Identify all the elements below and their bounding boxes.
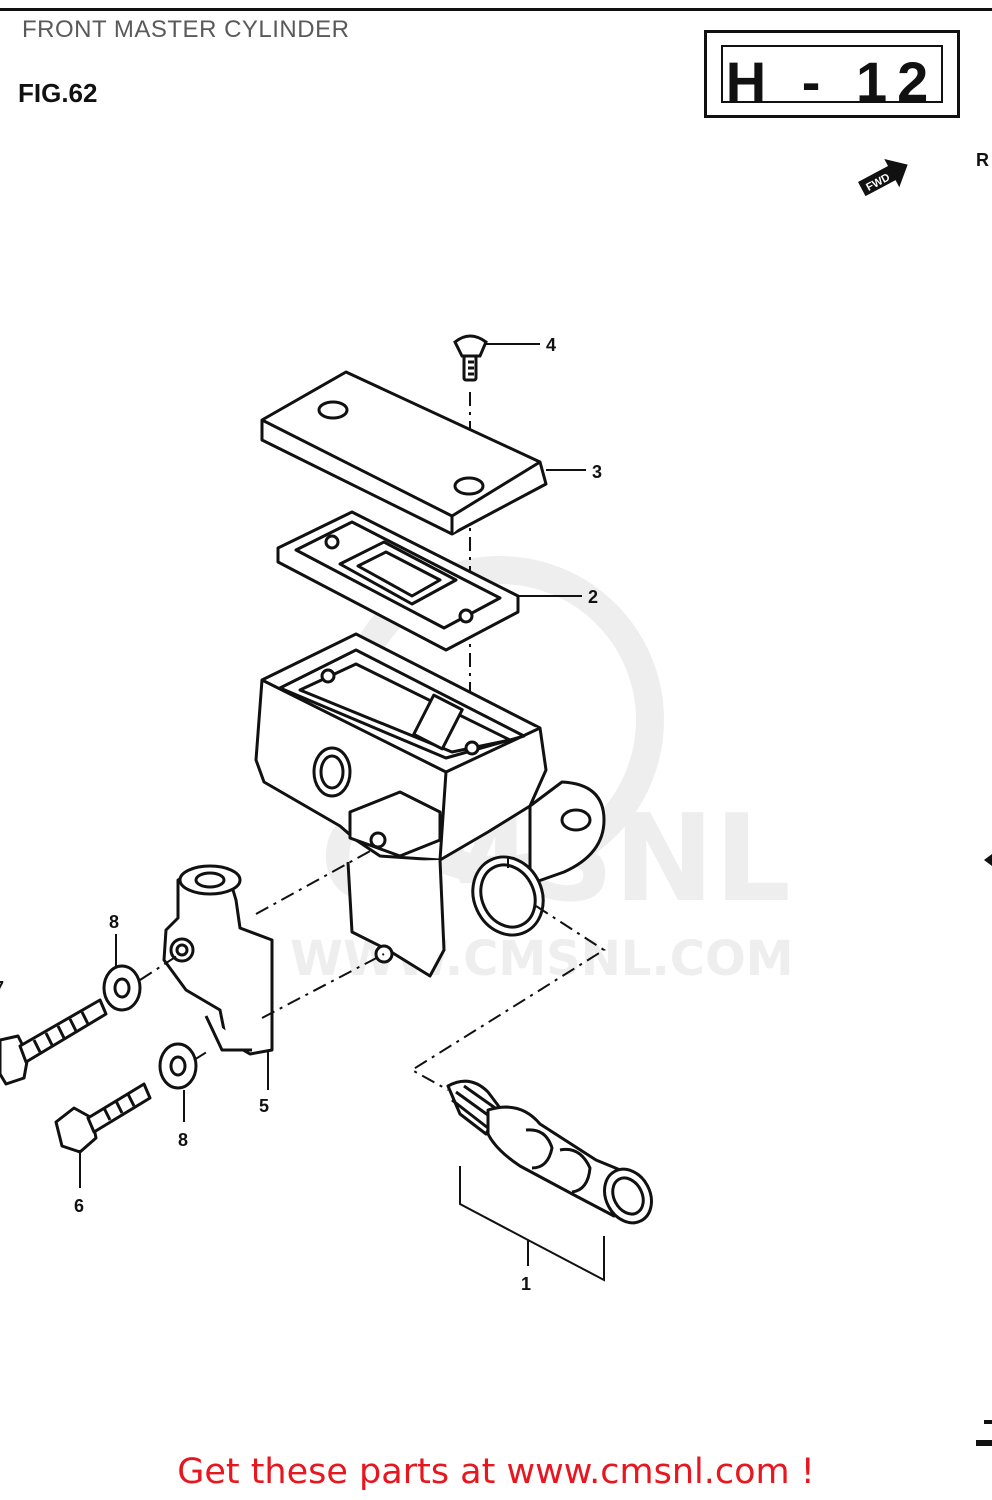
diagram-title: FRONT MASTER CYLINDER [22, 16, 350, 43]
lever-bracket [162, 864, 274, 1056]
section-code: H - 12 [725, 50, 939, 113]
long-bolt [0, 998, 108, 1086]
callout-3: 3 [592, 462, 602, 482]
master-cylinder-body [254, 632, 606, 978]
top-rule [0, 8, 992, 11]
callout-7: 7 [0, 978, 4, 998]
callout-6: 6 [74, 1196, 84, 1216]
callout-8b: 8 [178, 1130, 188, 1150]
callout-1: 1 [521, 1274, 531, 1294]
diaphragm [276, 510, 520, 652]
callout-5: 5 [259, 1096, 269, 1116]
cap-screw [453, 334, 488, 382]
footer-link-text[interactable]: Get these parts at www.cmsnl.com ! [177, 1452, 815, 1492]
piston-assembly [446, 1079, 653, 1225]
edge-ticks [976, 854, 992, 1446]
callout-8a: 8 [109, 912, 119, 932]
callout-2: 2 [588, 587, 598, 607]
section-code-box: H - 12 [704, 30, 960, 118]
reservoir-cap [260, 370, 548, 536]
callout-labels: 4 3 2 5 8 8 6 1 7 [0, 335, 602, 1294]
edge-mark: R [976, 150, 989, 170]
section-code-frame: H - 12 [721, 45, 943, 113]
washer-upper [102, 964, 142, 1012]
washer-lower [158, 1042, 198, 1090]
callout-4: 4 [546, 335, 556, 355]
fwd-arrow-icon: FWD [858, 158, 908, 197]
figure-label: FIG.62 [18, 78, 98, 108]
leader-lines [79, 343, 605, 1282]
fwd-label: FWD [864, 171, 892, 193]
short-bolt [54, 1082, 152, 1154]
assembly-lines [139, 849, 606, 1091]
